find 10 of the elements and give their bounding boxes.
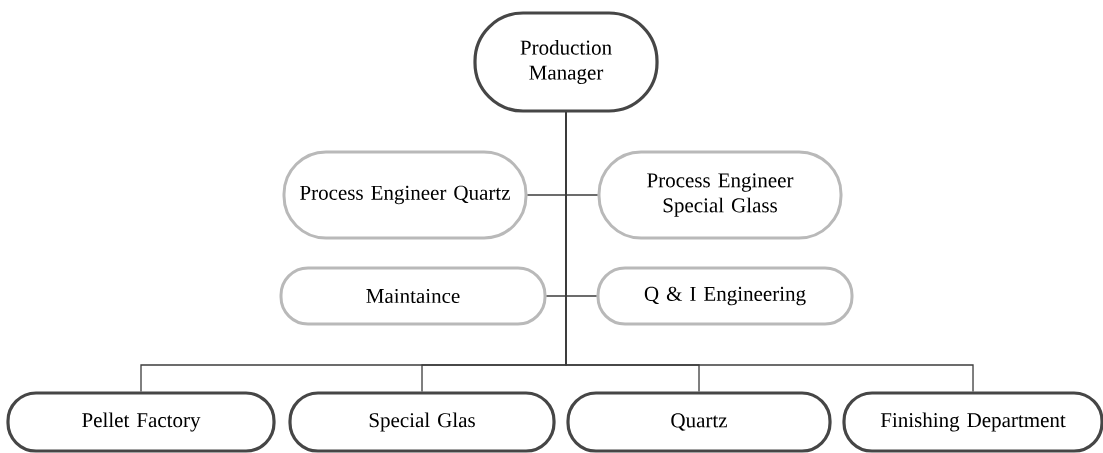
role-box: Process Engineer Special Glass xyxy=(597,150,843,240)
role-box: Pellet Factory xyxy=(6,391,276,453)
role-box: Maintaince xyxy=(279,266,547,326)
role-box: Finishing Department xyxy=(842,391,1103,453)
role-box: Q & I Engineering xyxy=(596,266,854,326)
connector-line xyxy=(565,111,974,393)
role-box: Quartz xyxy=(566,391,832,453)
role-box: Special Glas xyxy=(288,391,556,453)
role-box: Process Engineer Quartz xyxy=(282,150,528,240)
role-box: Production Manager xyxy=(473,11,659,113)
